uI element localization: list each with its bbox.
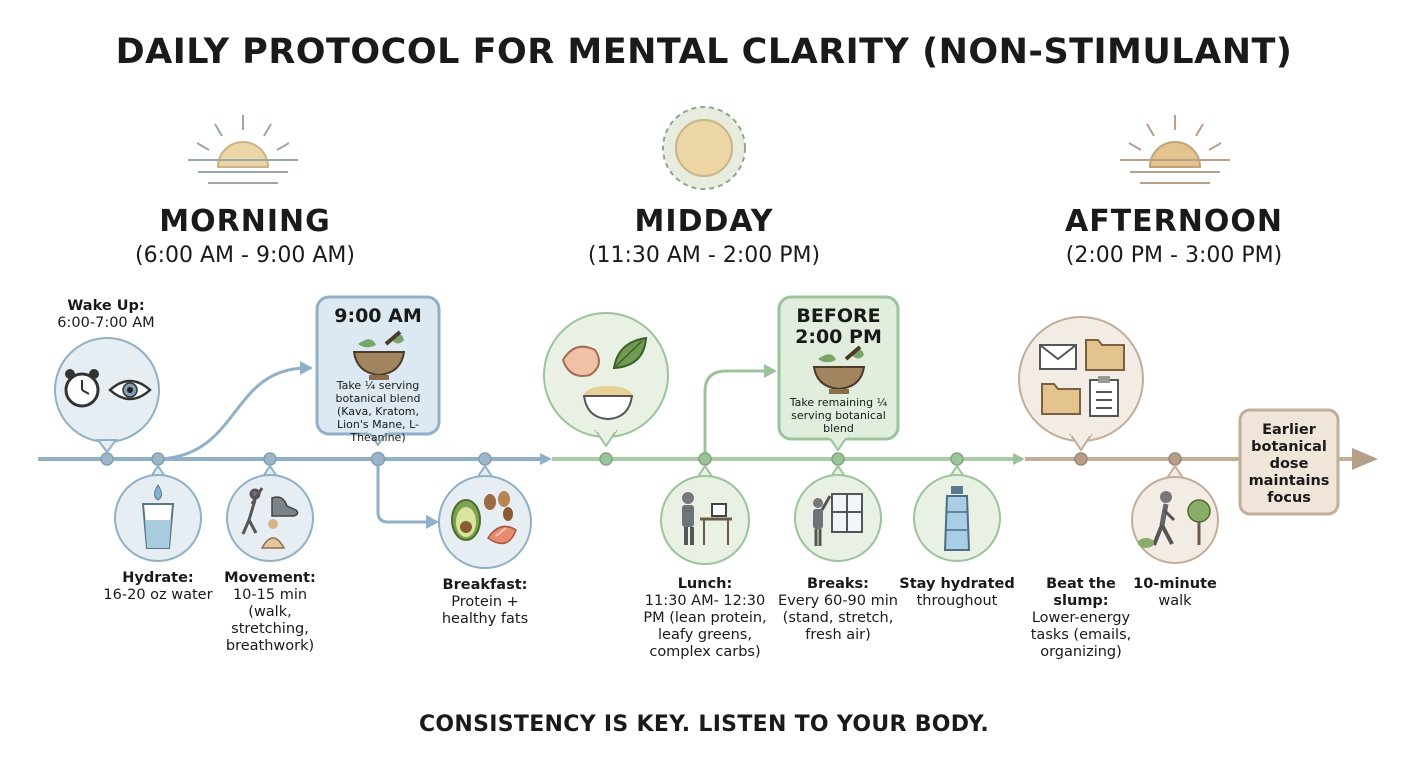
walking-person-icon: [1138, 491, 1211, 548]
page-title: DAILY PROTOCOL FOR MENTAL CLARITY (NON-S…: [115, 32, 1293, 72]
slump-title: Beat the slump:: [1046, 576, 1116, 609]
box-900-title: 9:00 AM: [334, 305, 422, 327]
period-afternoon: AFTERNOON (2:00 PM - 3:00 PM): [994, 204, 1354, 268]
water-bottle-icon: [943, 486, 971, 551]
breaks-label: Breaks: Every 60-90 min (stand, stretch,…: [772, 576, 904, 644]
stretching-icon: [241, 487, 264, 535]
leaf-icon: [612, 336, 648, 370]
box-200: BEFORE 2:00 PM Take remaining ¼ serving …: [782, 305, 895, 436]
breakfast-label: Breakfast: Protein + healthy fats: [425, 577, 545, 628]
period-name: MIDDAY: [634, 204, 774, 239]
salmon-icon: [486, 525, 517, 545]
movement-label: Movement: 10-15 min (walk, stretching, b…: [218, 570, 322, 655]
lunch-text: 11:30 AM- 12:30 PM (lean protein, leafy …: [643, 593, 767, 660]
movement-title: Movement:: [224, 570, 316, 586]
stay-hydrated-bubble: [913, 464, 1001, 562]
wake-text: 6:00-7:00 AM: [57, 315, 155, 331]
movement-text: 10-15 min (walk, stretching, breathwork): [225, 587, 315, 654]
stay-hydrated-text: throughout: [916, 593, 998, 609]
lunch-title: Lunch:: [677, 576, 733, 592]
clipboard-icon: [1089, 376, 1119, 417]
breaks-bubble: [794, 464, 882, 562]
slump-label: Beat the slump: Lower-energy tasks (emai…: [1023, 576, 1139, 661]
folder-icon: [1085, 339, 1125, 371]
hydrate-text: 16-20 oz water: [103, 587, 213, 603]
midday-food-bubble: [543, 312, 669, 448]
period-midday: MIDDAY (11:30 AM - 2:00 PM): [524, 204, 884, 268]
folder-icon: [1041, 383, 1081, 415]
walk-text: walk: [1158, 593, 1192, 609]
hydrate-label: Hydrate: 16-20 oz water: [93, 570, 223, 604]
period-morning: MORNING (6:00 AM - 9:00 AM): [65, 204, 425, 268]
period-time: (6:00 AM - 9:00 AM): [135, 243, 355, 268]
sneaker-icon: [271, 496, 299, 517]
hydrate-bubble: [114, 464, 202, 562]
hydrate-title: Hydrate:: [122, 570, 194, 586]
mortar-pestle-icon: [812, 345, 866, 394]
nuts-icon: [484, 491, 513, 521]
movement-bubble: [226, 464, 314, 562]
walk-bubble: [1131, 464, 1219, 564]
period-time: (11:30 AM - 2:00 PM): [587, 243, 821, 268]
sun-icon: [662, 106, 746, 190]
eye-icon: [108, 379, 152, 401]
walk-title: 10-minute: [1133, 576, 1217, 592]
lunch-bubble: [660, 464, 750, 565]
lunch-label: Lunch: 11:30 AM- 12:30 PM (lean protein,…: [643, 576, 767, 661]
desk-worker-icon: [682, 492, 732, 545]
tasks-bubble: [1018, 316, 1144, 452]
wake-bubble: [54, 337, 160, 454]
period-name: MORNING: [159, 204, 331, 239]
breaks-text: Every 60-90 min (stand, stretch, fresh a…: [778, 593, 898, 643]
alarm-clock-icon: [64, 369, 100, 408]
box-900-text: Take ¼ serving botanical blend (Kava, Kr…: [335, 379, 421, 444]
envelope-icon: [1039, 344, 1077, 370]
breakfast-title: Breakfast:: [442, 577, 528, 593]
breakfast-bubble: [438, 464, 532, 569]
end-box-frame: [1238, 408, 1340, 516]
mortar-pestle-icon: [352, 330, 406, 380]
meditation-icon: [260, 519, 286, 549]
chicken-icon: [561, 345, 600, 377]
water-glass-icon: [141, 484, 175, 549]
stay-hydrated-label: Stay hydrated throughout: [896, 576, 1018, 610]
walk-label: 10-minute walk: [1125, 576, 1225, 610]
period-time: (2:00 PM - 3:00 PM): [1065, 243, 1283, 268]
box-900: 9:00 AM Take ¼ serving botanical blend (…: [320, 305, 436, 445]
stay-hydrated-title: Stay hydrated: [899, 576, 1015, 592]
wake-title: Wake Up:: [67, 298, 145, 314]
slump-text: Lower-energy tasks (emails, organizing): [1030, 610, 1132, 660]
sunset-icon: [1120, 115, 1230, 184]
period-name: AFTERNOON: [1065, 204, 1283, 239]
wake-label: Wake Up: 6:00-7:00 AM: [36, 298, 176, 332]
breaks-title: Breaks:: [807, 576, 869, 592]
grain-bowl-icon: [582, 386, 634, 421]
box-200-title: BEFORE 2:00 PM: [795, 305, 882, 348]
avocado-icon: [451, 499, 481, 541]
footer-message: CONSISTENCY IS KEY. LISTEN TO YOUR BODY.: [418, 712, 989, 737]
box-200-text: Take remaining ¼ serving botanical blend: [789, 396, 888, 435]
sunrise-icon: [188, 115, 298, 184]
end-box: Earlier botanical dose maintains focus: [1248, 422, 1330, 506]
window-stretch-icon: [813, 493, 863, 546]
breakfast-text: Protein + healthy fats: [441, 594, 529, 627]
